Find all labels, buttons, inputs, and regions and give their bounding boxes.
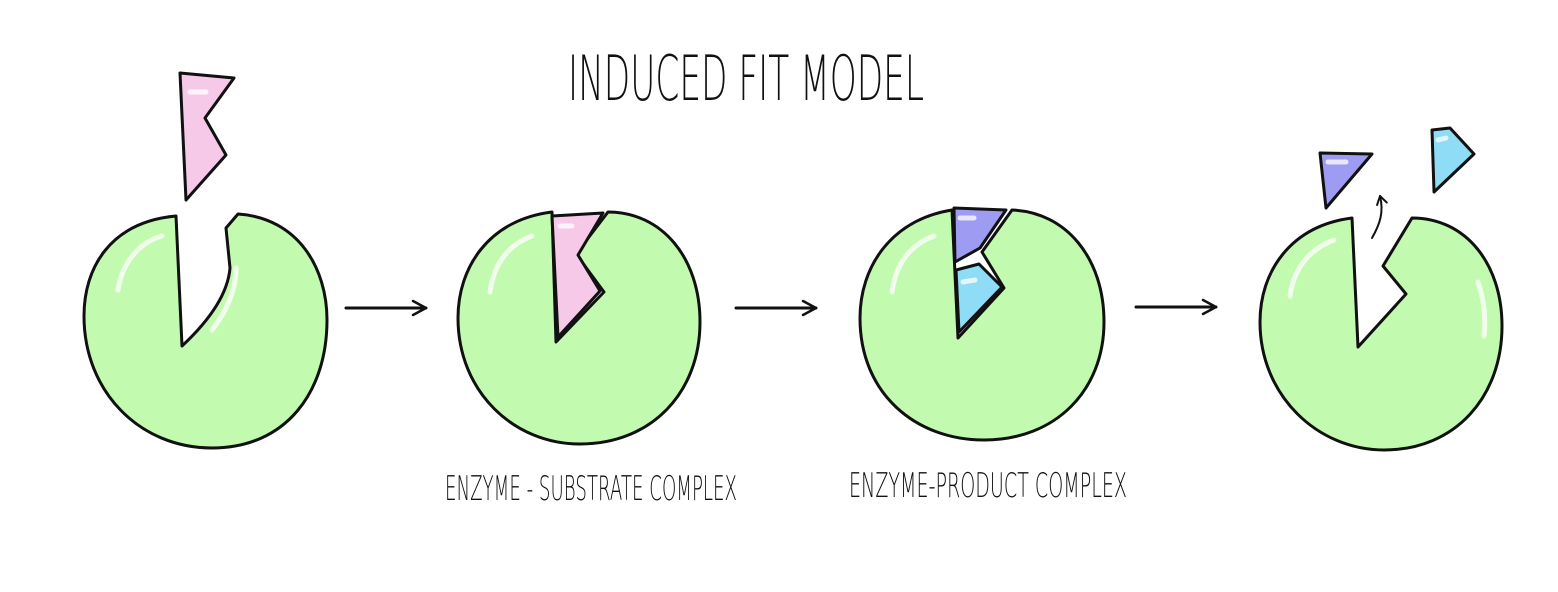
curved-up-arrow-icon <box>1371 195 1388 239</box>
diagram-title: INDUCED FIT MODEL <box>568 42 924 115</box>
enzyme-free <box>82 71 329 450</box>
product-shine <box>1435 135 1449 143</box>
enzyme-body <box>1258 216 1504 452</box>
product-shine <box>960 277 978 285</box>
enzyme-product-complex <box>858 206 1106 442</box>
enzyme-shine <box>209 265 239 333</box>
product-b-released <box>1430 126 1476 194</box>
enzyme-shine <box>1475 279 1488 339</box>
product-a-released <box>1318 151 1374 210</box>
enzyme-shine <box>1287 237 1337 299</box>
enzyme-substrate-complex <box>456 210 702 446</box>
enzyme-body <box>456 210 702 446</box>
enzyme-released <box>1258 126 1504 452</box>
enzyme-shine <box>115 233 165 293</box>
enzyme-product-complex-label: ENZYME-PRODUCT COMPLEX <box>849 466 1127 506</box>
enzyme-shine <box>889 233 937 295</box>
product-a-bound <box>952 206 1008 264</box>
enzyme-body <box>858 208 1106 442</box>
substrate-shape <box>178 71 236 202</box>
enzyme-body <box>82 212 329 450</box>
enzyme-shine <box>487 233 535 295</box>
enzyme-substrate-complex-label: ENZYME - SUBSTRATE COMPLEX <box>445 469 737 509</box>
substrate-bound <box>550 211 605 339</box>
